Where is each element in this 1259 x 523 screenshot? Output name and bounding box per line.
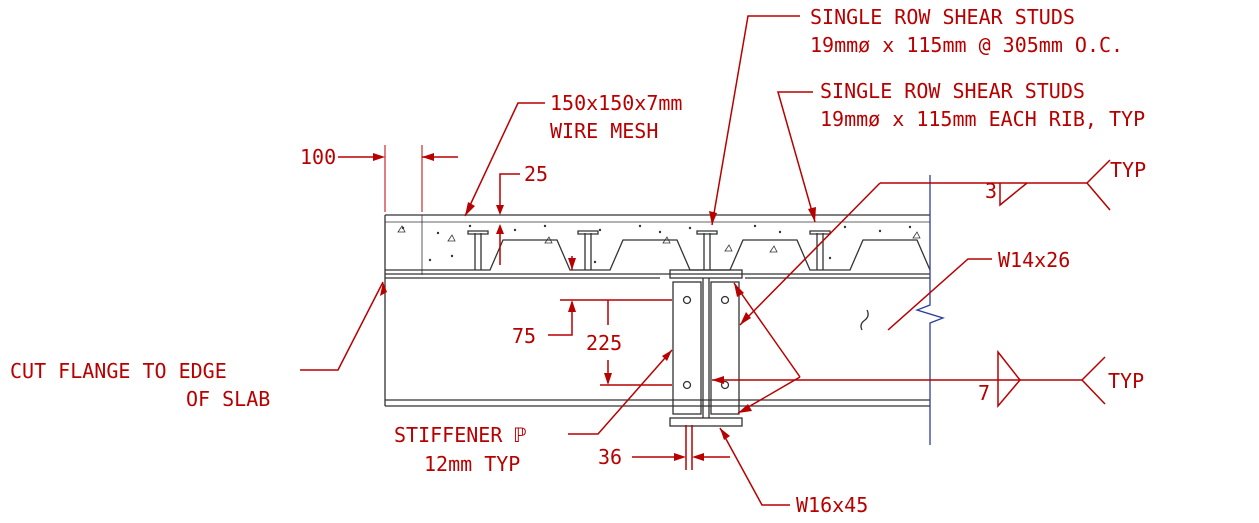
stiffener-line2: 12mm TYP (424, 452, 520, 476)
metal-deck-profile (385, 239, 931, 271)
stud-callout-1-line2: 19mmø x 115mm @ 305mm O.C. (810, 33, 1123, 57)
break-line (915, 175, 945, 445)
beam-squiggle (860, 309, 869, 331)
concrete-slab (384, 214, 931, 279)
arrowheads (373, 153, 816, 461)
dimension-36: 36 (598, 445, 622, 469)
weld-size-7: 7 (978, 381, 990, 405)
cut-flange-line2: OF SLAB (186, 387, 270, 411)
leader-lines (300, 15, 1111, 506)
weld-size-3: 3 (985, 179, 997, 203)
concrete-aggregate-marks (397, 224, 921, 264)
dimension-100: 100 (300, 145, 336, 169)
weld-typ-bottom: TYP (1108, 369, 1144, 393)
weld-typ-top: TYP (1110, 158, 1146, 182)
dimension-25: 25 (524, 162, 548, 186)
stud-callout-2-line1: SINGLE ROW SHEAR STUDS (820, 79, 1085, 103)
wire-mesh-line2: WIRE MESH (550, 119, 658, 143)
shear-studs (467, 230, 831, 270)
w14x26-beam-elevation (384, 275, 930, 407)
beam-label-w16x45: W16x45 (796, 493, 868, 517)
beam-label-w14x26: W14x26 (998, 248, 1070, 272)
cut-flange-line1: CUT FLANGE TO EDGE (10, 359, 227, 383)
stud-callout-2-line2: 19mmø x 115mm EACH RIB, TYP (820, 107, 1145, 131)
stiffener-line1: STIFFENER ℙ (394, 423, 526, 447)
stud-callout-1-line1: SINGLE ROW SHEAR STUDS (810, 5, 1075, 29)
dimension-225: 225 (586, 331, 622, 355)
dimension-75: 75 (512, 324, 536, 348)
wire-mesh-line1: 150x150x7mm (550, 91, 682, 115)
w16x45-girder-section (669, 269, 743, 427)
